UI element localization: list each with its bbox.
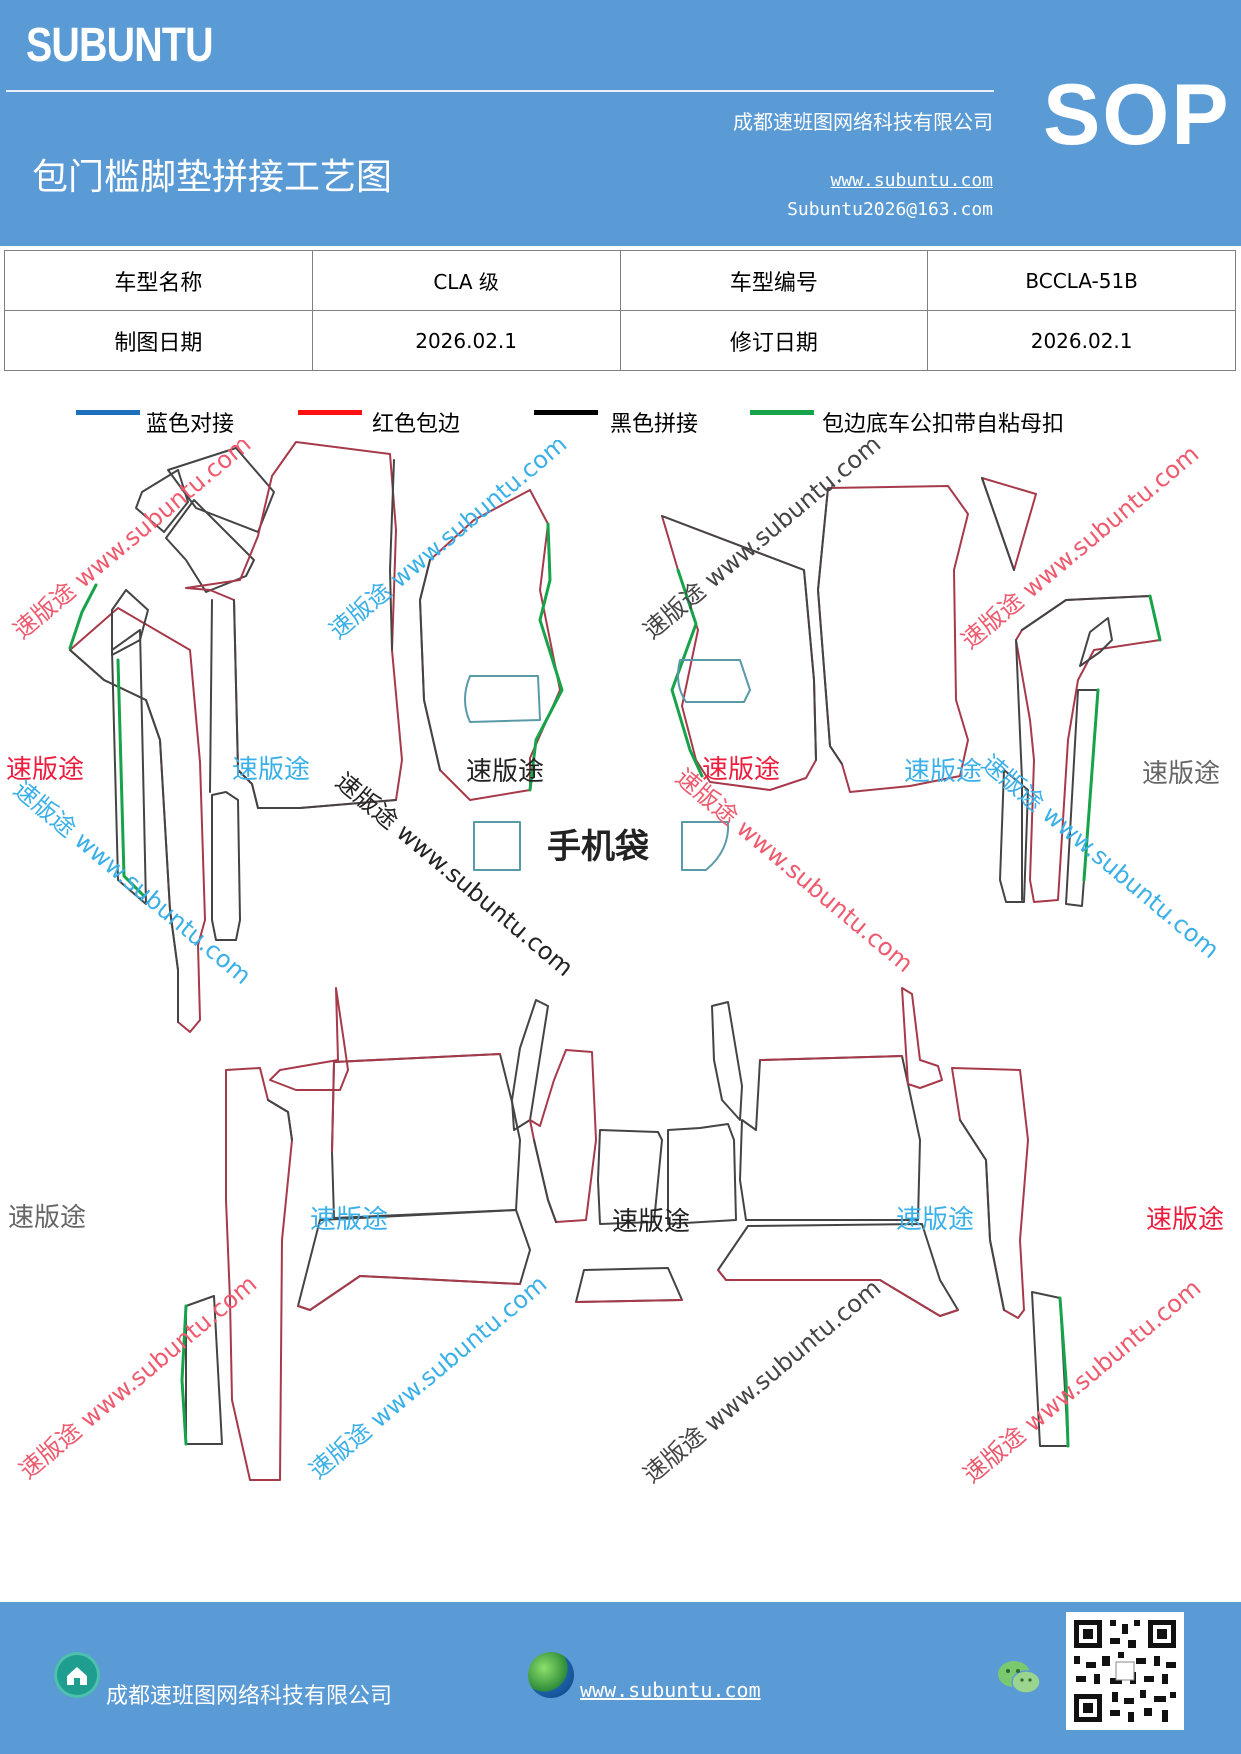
watermark-text: 速版途 www.subuntu.com bbox=[8, 775, 256, 990]
draw-date-label: 制图日期 bbox=[4, 310, 313, 371]
legend-label: 蓝色对接 bbox=[146, 412, 235, 437]
sop-badge: SOP bbox=[1043, 67, 1231, 163]
legend-label: 红色包边 bbox=[372, 412, 461, 437]
qr-code bbox=[1066, 1612, 1184, 1730]
brand-stamp: 速版途 bbox=[310, 1205, 388, 1235]
brand-stamp: 速版途 bbox=[612, 1207, 690, 1237]
table-row: 车型名称 CLA 级 车型编号 BCCLA-51B bbox=[4, 250, 1236, 311]
header-company: 成都速班图网络科技有限公司 bbox=[733, 110, 993, 134]
brand-stamp: 速版途 bbox=[1142, 759, 1220, 789]
mat-rear-left bbox=[180, 987, 683, 1481]
table-row: 制图日期 2026.02.1 修订日期 2026.02.1 bbox=[4, 310, 1236, 371]
watermark-text: 速版途 www.subuntu.com bbox=[670, 763, 918, 978]
brand-stamp: 速版途 bbox=[466, 757, 544, 787]
legend-label: 黑色拼接 bbox=[610, 412, 699, 437]
mat-front-right bbox=[661, 477, 1162, 907]
vehicle-info-table: 车型名称 CLA 级 车型编号 BCCLA-51B 制图日期 2026.02.1… bbox=[4, 250, 1236, 371]
watermark-text: 速版途 www.subuntu.com bbox=[956, 440, 1204, 655]
document-title: 包门槛脚垫拼接工艺图 bbox=[32, 157, 393, 198]
model-code-label: 车型编号 bbox=[619, 250, 929, 311]
watermark-text: 速版途 www.subuntu.com bbox=[638, 1274, 886, 1489]
home-icon bbox=[54, 1652, 100, 1698]
watermark-text: 速版途 www.subuntu.com bbox=[14, 1270, 262, 1485]
brand-stamps: 速版途 速版途 速版途 速版途 速版途 速版途 速版途 速版途 速版途 速版途 … bbox=[6, 755, 1224, 1237]
revise-date-value: 2026.02.1 bbox=[927, 310, 1236, 371]
header-email[interactable]: Subuntu2026@163.com bbox=[787, 199, 993, 220]
watermark-text: 速版途 www.subuntu.com bbox=[8, 440, 256, 645]
legend-swatch bbox=[534, 410, 598, 415]
watermark-text: 速版途 www.subuntu.com bbox=[324, 440, 572, 645]
brand-stamp: 速版途 bbox=[8, 1203, 86, 1233]
legend-label: 包边底车公扣带自粘母扣 bbox=[822, 412, 1065, 437]
mat-rear-right bbox=[667, 987, 1070, 1448]
legend-swatch bbox=[76, 410, 140, 415]
model-code-value: BCCLA-51B bbox=[927, 250, 1236, 311]
header-banner: SUBUNTU 包门槛脚垫拼接工艺图 成都速班图网络科技有限公司 www.sub… bbox=[0, 0, 1241, 246]
revise-date-label: 修订日期 bbox=[619, 310, 929, 371]
footer-url[interactable]: www.subuntu.com bbox=[580, 1678, 761, 1702]
globe-icon bbox=[528, 1652, 574, 1698]
line-legend: 蓝色对接 红色包边 黑色拼接 包边底车公扣带自粘母扣 bbox=[0, 396, 1241, 437]
legend-swatch bbox=[298, 410, 362, 415]
brand-stamp: 速版途 bbox=[1146, 1205, 1224, 1235]
brand-stamp: 速版途 bbox=[904, 757, 982, 787]
header-divider bbox=[6, 90, 994, 92]
model-name-label: 车型名称 bbox=[4, 250, 313, 311]
floor-mat-diagram: 手机袋 速版途 速版途 速版途 速版途 速版途 速版途 速版途 速版途 速版途 … bbox=[6, 440, 1225, 1489]
brand-stamp: 速版途 bbox=[232, 755, 310, 785]
wechat-icon bbox=[998, 1661, 1041, 1694]
watermark-text: 速版途 www.subuntu.com bbox=[330, 767, 578, 982]
footer-banner: 成都速班图网络科技有限公司 www.subuntu.com bbox=[0, 1602, 1241, 1754]
legend-swatch bbox=[750, 410, 814, 415]
watermark-text: 速版途 www.subuntu.com bbox=[638, 440, 886, 645]
watermark-text: 速版途 www.subuntu.com bbox=[958, 1274, 1206, 1489]
footer-company: 成都速班图网络科技有限公司 bbox=[106, 1684, 393, 1709]
brand-stamp: 速版途 bbox=[6, 755, 84, 785]
watermark-text: 速版途 www.subuntu.com bbox=[304, 1270, 552, 1485]
phone-pocket-label: 手机袋 bbox=[547, 827, 649, 867]
model-name-value: CLA 级 bbox=[311, 250, 621, 311]
watermarks: 速版途 www.subuntu.com 速版途 www.subuntu.com … bbox=[8, 440, 1225, 1489]
brand-stamp: 速版途 bbox=[702, 755, 780, 785]
mat-front-center bbox=[419, 489, 730, 871]
header-url[interactable]: www.subuntu.com bbox=[830, 170, 993, 191]
mat-front-left bbox=[68, 441, 403, 1033]
draw-date-value: 2026.02.1 bbox=[311, 310, 621, 371]
brand-logo: SUBUNTU bbox=[26, 19, 213, 72]
brand-stamp: 速版途 bbox=[896, 1205, 974, 1235]
